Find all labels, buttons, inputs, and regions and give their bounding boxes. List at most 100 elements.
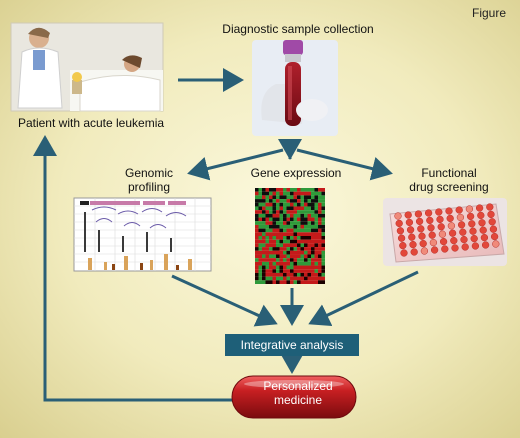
heatmap-cell: [293, 224, 297, 229]
heatmap-cell: [265, 221, 269, 225]
heatmap-cell: [304, 228, 308, 233]
heatmap-cell: [272, 269, 276, 273]
heatmap-cell: [290, 236, 294, 240]
heatmap-cell: [279, 254, 283, 259]
heatmap-cell: [297, 228, 301, 233]
heatmap-cell: [255, 210, 259, 214]
heatmap-cell: [297, 210, 301, 214]
well: [405, 218, 414, 227]
heatmap-cell: [255, 195, 259, 200]
heatmap-cell: [258, 258, 262, 262]
heatmap-cell: [276, 199, 280, 203]
heatmap-cell: [272, 188, 276, 192]
heatmap-cell: [262, 261, 266, 266]
heatmap-cell: [314, 217, 318, 222]
heatmap-cell: [279, 213, 283, 218]
heatmap-cell: [321, 221, 325, 225]
heatmap-cell: [255, 236, 259, 240]
heatmap-cell: [307, 224, 311, 229]
heatmap-cell: [318, 191, 322, 196]
heatmap-cell: [300, 261, 304, 266]
well: [450, 236, 458, 245]
well: [404, 211, 412, 219]
heatmap-cell: [297, 191, 301, 196]
heatmap-cell: [262, 232, 266, 236]
heatmap-cell: [290, 276, 294, 281]
heatmap-cell: [262, 243, 266, 248]
heatmap-cell: [258, 217, 262, 222]
heatmap-cell: [318, 258, 322, 262]
heatmap-cell: [258, 202, 262, 207]
heatmap-cell: [304, 261, 308, 266]
heatmap-cell: [262, 247, 266, 251]
heatmap-cell: [262, 276, 266, 281]
heatmap-cell: [304, 265, 308, 270]
heatmap-cell: [265, 254, 269, 259]
heatmap-cell: [255, 272, 259, 277]
heatmap-cell: [307, 265, 311, 270]
heatmap-cell: [255, 269, 259, 273]
heatmap-cell: [265, 269, 269, 273]
heatmap-cell: [276, 265, 280, 270]
heatmap-cell: [297, 258, 301, 262]
heatmap-cell: [297, 195, 301, 200]
pill-label-line1: Personalized: [263, 379, 333, 393]
heatmap-cell: [283, 247, 287, 251]
heatmap-cell: [318, 243, 322, 248]
heatmap-cell: [262, 188, 266, 192]
heatmap-cell: [311, 232, 315, 236]
well: [436, 215, 444, 224]
heatmap-cell: [255, 228, 259, 233]
heatmap-cell: [300, 213, 304, 218]
heatmap-cell: [272, 221, 276, 225]
well: [466, 212, 475, 221]
well: [468, 220, 476, 228]
heatmap-cell: [293, 272, 297, 277]
heatmap-cell: [276, 250, 280, 255]
heatmap-cell: [307, 276, 311, 281]
heatmap-cell: [311, 217, 315, 222]
heatmap-cell: [283, 202, 287, 207]
well-plate-photo: [383, 198, 507, 266]
well: [486, 203, 494, 211]
heatmap-cell: [290, 243, 294, 248]
heatmap-cell: [286, 188, 290, 192]
well: [415, 217, 424, 226]
heatmap-cell: [258, 228, 262, 233]
heatmap-cell: [286, 243, 290, 248]
heatmap-cell: [297, 254, 301, 259]
heatmap-cell: [300, 202, 304, 207]
heatmap-cell: [272, 217, 276, 222]
heatmap-cell: [286, 202, 290, 207]
heatmap-cell: [283, 221, 287, 225]
heatmap-cell: [272, 199, 276, 203]
well: [400, 249, 408, 257]
heatmap-cell: [269, 206, 273, 211]
heatmap-cell: [279, 206, 283, 211]
heatmap-cell: [307, 280, 311, 284]
heatmap-cell: [321, 195, 325, 200]
heatmap-cell: [276, 247, 280, 251]
heatmap-cell: [297, 265, 301, 270]
heatmap-cell: [321, 191, 325, 196]
heatmap-cell: [276, 202, 280, 207]
heatmap-cell: [314, 206, 318, 211]
heatmap-cell: [255, 217, 259, 222]
heatmap-cell: [258, 243, 262, 248]
heatmap-cell: [318, 213, 322, 218]
patient-label: Patient with acute leukemia: [17, 116, 165, 130]
heatmap-cell: [314, 261, 318, 266]
heatmap-cell: [314, 202, 318, 207]
heatmap-cell: [269, 199, 273, 203]
heatmap-cell: [258, 224, 262, 229]
heatmap-cell: [255, 254, 259, 259]
heatmap-cell: [318, 232, 322, 236]
heatmap-cell: [297, 199, 301, 203]
heatmap-cell: [262, 213, 266, 218]
well: [490, 232, 499, 241]
heatmap-cell: [304, 224, 308, 229]
heatmap-cell: [307, 228, 311, 233]
heatmap-cell: [321, 243, 325, 248]
heatmap-cell: [290, 232, 294, 236]
heatmap-cell: [307, 195, 311, 200]
